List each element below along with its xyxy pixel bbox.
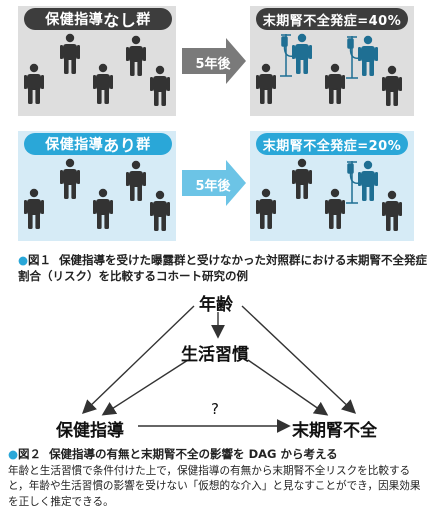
figure2-caption-number: 図２ (18, 447, 42, 461)
group-none-time-label: 5年後 (195, 57, 231, 72)
iv-drip-icon (346, 161, 361, 204)
iv-drip-icon (280, 34, 295, 77)
figure1-caption: ●図１ 保健指導を受けた曝露群と受けなかった対照群における末期腎不全発症割合（リ… (18, 252, 428, 284)
person-icon (126, 160, 146, 201)
group-with-label: 保健指導あり群 (24, 133, 172, 155)
person-icon (60, 33, 80, 74)
figure2-caption: ●図２ 保健指導の有無と末期腎不全の影響を DAG から考える 年齢と生活習慣で… (8, 447, 430, 510)
figure2-caption-head: 保健指導の有無と末期腎不全の影響を DAG から考える (49, 447, 338, 461)
dag-node-age: 年齢 (199, 295, 233, 315)
figure1-caption-number: 図１ (28, 253, 52, 267)
edge-lifestyle-guidance (101, 359, 189, 416)
caption-bullet-icon: ● (18, 253, 29, 267)
dag-question-mark: ? (211, 400, 219, 418)
person-icon (256, 188, 276, 229)
affected-person-icon (358, 160, 378, 201)
person-icon (126, 35, 146, 76)
group-with-time-label: 5年後 (195, 179, 231, 194)
group-with-time-arrow (182, 160, 246, 206)
affected-person-icon (292, 33, 312, 74)
person-icon (382, 190, 402, 231)
figure1-caption-text: 保健指導を受けた曝露群と受けなかった対照群における末期腎不全発症割合（リスク）を… (18, 253, 428, 283)
person-icon (256, 63, 276, 104)
person-icon (150, 65, 170, 106)
person-icon (382, 65, 402, 106)
edge-age-esrd (241, 305, 357, 414)
group-with-outcome-label: 末期腎不全発症=20% (256, 133, 408, 155)
person-icon (292, 158, 312, 199)
person-icon (24, 63, 44, 104)
dag-node-guidance: 保健指導 (56, 421, 124, 441)
iv-drip-icon (346, 36, 361, 79)
person-icon (60, 158, 80, 199)
caption-bullet-icon: ● (8, 447, 19, 461)
group-none-label: 保健指導なし群 (24, 8, 172, 30)
person-icon (325, 63, 345, 104)
group-none-outcome-label: 末期腎不全発症=40% (256, 8, 408, 30)
person-icon (325, 188, 345, 229)
figure2-caption-text: 年齢と生活習慣で条件付けた上で，保健指導の有無から末期腎不全リスクを比較すると，… (8, 464, 421, 508)
dag-node-lifestyle: 生活習慣 (181, 345, 249, 365)
group-none-time-arrow (182, 38, 246, 84)
dag-node-esrd: 末期腎不全 (292, 421, 377, 441)
affected-person-icon (358, 35, 378, 76)
person-icon (93, 188, 113, 229)
person-icon (150, 190, 170, 231)
person-icon (93, 63, 113, 104)
person-icon (24, 188, 44, 229)
edge-lifestyle-esrd (247, 359, 329, 416)
edge-age-guidance (81, 305, 195, 414)
